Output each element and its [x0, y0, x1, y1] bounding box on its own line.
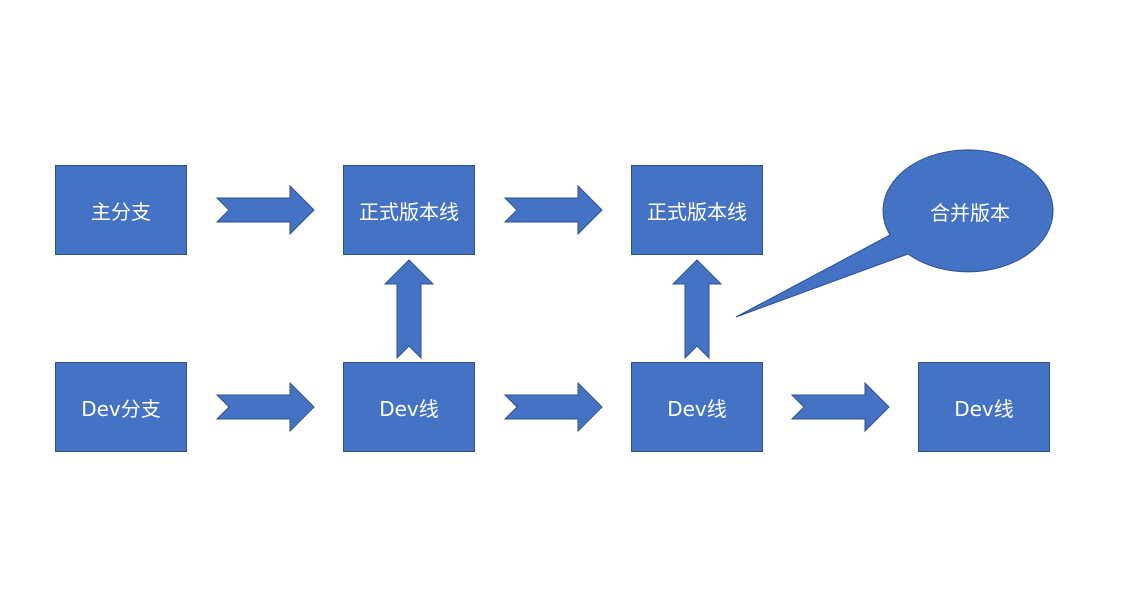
arrow-dev1-to-dev2 [503, 381, 603, 433]
node-label: Dev线 [954, 396, 1014, 421]
node-label: 主分支 [91, 199, 151, 224]
callout-bubble [735, 149, 1054, 318]
node-dev-line-1[interactable]: Dev线 [343, 362, 475, 452]
node-release-line-2[interactable]: 正式版本线 [631, 165, 763, 255]
arrow-main-to-release1 [215, 184, 315, 236]
node-label: 正式版本线 [359, 199, 459, 224]
callout-label: 合并版本 [930, 200, 1010, 225]
node-label: Dev分支 [81, 396, 161, 421]
arrow-dev1-up-to-release1 [383, 259, 435, 360]
node-main-branch[interactable]: 主分支 [55, 165, 187, 255]
node-dev-branch[interactable]: Dev分支 [55, 362, 187, 452]
node-release-line-1[interactable]: 正式版本线 [343, 165, 475, 255]
node-label: Dev线 [667, 396, 727, 421]
arrow-devbranch-to-dev1 [215, 381, 315, 433]
node-label: Dev线 [379, 396, 439, 421]
arrow-dev2-to-dev3 [790, 381, 890, 433]
node-dev-line-3[interactable]: Dev线 [918, 362, 1050, 452]
node-label: 正式版本线 [647, 199, 747, 224]
node-dev-line-2[interactable]: Dev线 [631, 362, 763, 452]
arrow-dev2-up-to-release2 [671, 259, 723, 360]
arrow-release1-to-release2 [503, 184, 603, 236]
